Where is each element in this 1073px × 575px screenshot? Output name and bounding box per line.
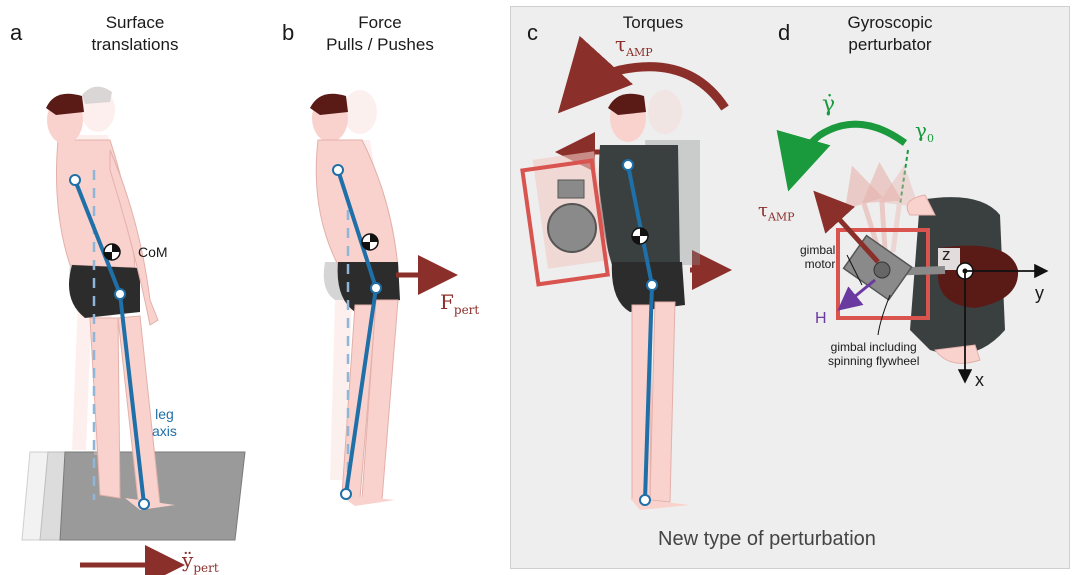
gimbal-motor-line2: motor	[800, 257, 835, 271]
tau-amp-label-d: τAMP	[758, 200, 795, 224]
tau-main-c: τ	[615, 32, 626, 56]
gimbal-flywheel-line1: gimbal including	[828, 340, 919, 354]
gimbal-motor-label: gimbal motor	[800, 243, 835, 271]
panel-a-title-line2: translations	[60, 34, 210, 56]
panel-b-title: Force Pulls / Pushes	[310, 12, 450, 56]
gimbal-flywheel-line2: spinning flywheel	[828, 354, 919, 368]
panel-b-title-line1: Force	[310, 12, 450, 34]
tau-sub-d: AMP	[768, 211, 795, 224]
panel-c-torque	[522, 67, 725, 510]
tau-main-d: τ	[758, 200, 768, 221]
gamma-dot-label: γ̇	[822, 92, 835, 117]
panel-a-title: Surface translations	[60, 12, 210, 56]
ypert-label: ÿpert	[182, 548, 219, 575]
panel-letter-d: d	[778, 20, 790, 46]
leg-axis-label-line1: leg	[152, 406, 177, 423]
ypert-main: ÿ	[182, 548, 193, 572]
fpert-sub: pert	[454, 303, 479, 317]
panel-c-title: Torques	[598, 12, 708, 34]
gamma0-sub: 0	[927, 132, 934, 145]
person-a	[46, 94, 175, 510]
tau-sub-c: AMP	[626, 46, 653, 59]
gamma0-label: γ0	[915, 118, 934, 145]
z-axis-label: z	[942, 245, 951, 265]
panel-a-title-line1: Surface	[60, 12, 210, 34]
footer-label: New type of perturbation	[658, 528, 876, 551]
fpert-main: F	[440, 290, 454, 314]
panel-d-title-line2: perturbator	[820, 34, 960, 56]
y-axis-label: y	[1035, 283, 1044, 304]
gimbal-motor-line1: gimbal	[800, 243, 835, 257]
panel-a-surface-translation	[22, 87, 245, 565]
leg-axis-label-line2: axis	[152, 423, 177, 440]
panel-letter-b: b	[282, 20, 294, 46]
tau-amp-label-c: τAMP	[615, 32, 653, 59]
h-label: H	[815, 310, 827, 328]
ypert-sub: pert	[193, 561, 218, 575]
panel-b-title-line2: Pulls / Pushes	[310, 34, 450, 56]
panel-d-title-line1: Gyroscopic	[820, 12, 960, 34]
backpack-gyroscope-c	[522, 151, 609, 284]
x-axis-label: x	[975, 370, 984, 391]
panel-letter-c: c	[527, 20, 538, 46]
person-c	[599, 94, 690, 510]
com-label: CoM	[138, 244, 168, 260]
panel-c-title-line1: Torques	[598, 12, 708, 34]
com-marker-c	[632, 228, 648, 244]
com-marker-b	[362, 234, 378, 250]
leg-axis-label: leg axis	[152, 406, 177, 440]
fpert-label: Fpert	[440, 290, 479, 317]
panel-b-force-pull	[310, 90, 448, 506]
panel-letter-a: a	[10, 20, 22, 46]
panel-d-title: Gyroscopic perturbator	[820, 12, 960, 56]
gimbal-flywheel-label: gimbal including spinning flywheel	[828, 340, 919, 368]
com-marker-a	[104, 244, 120, 260]
gamma0-main: γ	[915, 118, 927, 142]
